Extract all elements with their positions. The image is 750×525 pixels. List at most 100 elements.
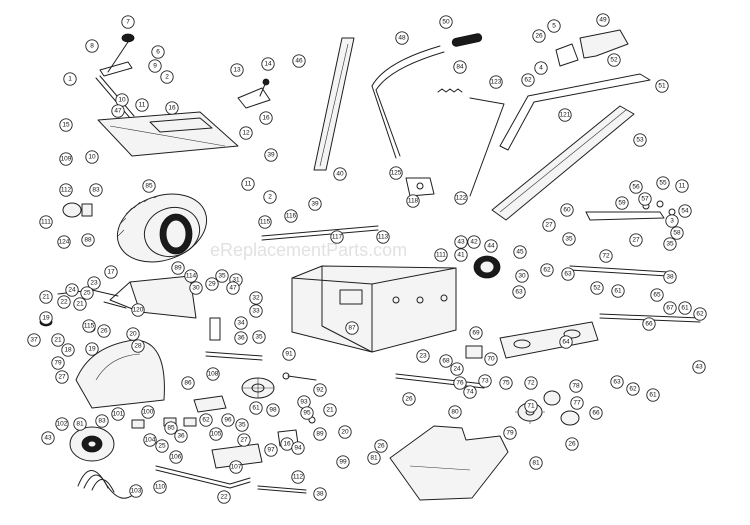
callout-number: 83 bbox=[98, 418, 106, 425]
callout-number: 27 bbox=[240, 437, 248, 444]
callout-circle bbox=[143, 433, 157, 447]
part-handle-upright bbox=[313, 37, 355, 171]
callout-83: 83 bbox=[95, 414, 109, 428]
callout-65: 65 bbox=[650, 288, 664, 302]
callout-circle bbox=[230, 63, 244, 77]
callout-circle bbox=[55, 417, 69, 431]
callout-number: 114 bbox=[186, 273, 197, 280]
callout-number: 76 bbox=[456, 380, 464, 387]
callout-circle bbox=[151, 45, 165, 59]
callout-number: 74 bbox=[466, 389, 474, 396]
callout-circle bbox=[560, 203, 574, 217]
callout-44: 44 bbox=[484, 239, 498, 253]
callout-circle bbox=[141, 405, 155, 419]
callout-number: 71 bbox=[527, 403, 535, 410]
callout-number: 89 bbox=[316, 431, 324, 438]
callout-circle bbox=[453, 376, 467, 390]
callout-circle bbox=[249, 401, 263, 415]
callout-number: 37 bbox=[30, 337, 38, 344]
callout-circle bbox=[524, 399, 538, 413]
callout-circle bbox=[249, 304, 263, 318]
callout-22: 22 bbox=[57, 295, 71, 309]
callout-38: 38 bbox=[663, 270, 677, 284]
callout-111: 111 bbox=[434, 248, 448, 262]
callout-108: 108 bbox=[206, 367, 220, 381]
callout-number: 16 bbox=[283, 441, 291, 448]
callout-103: 103 bbox=[129, 484, 143, 498]
callout-121: 121 bbox=[558, 108, 572, 122]
callout-circle bbox=[513, 245, 527, 259]
callout-number: 1 bbox=[68, 76, 72, 83]
callout-circle bbox=[693, 307, 707, 321]
callout-number: 29 bbox=[208, 281, 216, 288]
callout-26: 26 bbox=[374, 439, 388, 453]
callout-circle bbox=[215, 269, 229, 283]
callout-21: 21 bbox=[323, 403, 337, 417]
callout-number: 26 bbox=[405, 396, 413, 403]
callout-circle bbox=[650, 288, 664, 302]
callout-number: 115 bbox=[84, 323, 95, 330]
callout-number: 125 bbox=[391, 170, 402, 177]
part-small-wheel bbox=[473, 255, 501, 279]
callout-28: 28 bbox=[131, 339, 145, 353]
callout-circle bbox=[73, 297, 87, 311]
part-latch bbox=[237, 78, 271, 109]
callout-68: 68 bbox=[439, 354, 453, 368]
callout-circle bbox=[663, 270, 677, 284]
callout-circle bbox=[529, 456, 543, 470]
callout-circle bbox=[206, 367, 220, 381]
callout-number: 39 bbox=[311, 201, 319, 208]
callout-number: 35 bbox=[666, 241, 674, 248]
callout-number: 24 bbox=[453, 366, 461, 373]
callout-number: 63 bbox=[515, 289, 523, 296]
callout-49: 49 bbox=[596, 13, 610, 27]
callout-circle bbox=[59, 152, 73, 166]
callout-circle bbox=[181, 376, 195, 390]
part-bracket-plate bbox=[97, 111, 239, 157]
callout-107: 107 bbox=[229, 460, 243, 474]
callout-37: 37 bbox=[27, 333, 41, 347]
parts-artwork bbox=[39, 29, 701, 501]
callout-number: 49 bbox=[599, 17, 607, 24]
callout-26: 26 bbox=[97, 324, 111, 338]
callout-number: 26 bbox=[377, 443, 385, 450]
callout-30: 30 bbox=[189, 281, 203, 295]
callout-26: 26 bbox=[532, 29, 546, 43]
callout-number: 20 bbox=[129, 331, 137, 338]
callout-120: 120 bbox=[131, 303, 145, 317]
watermark: eReplacementParts.com bbox=[210, 240, 407, 260]
callout-113: 113 bbox=[376, 230, 390, 244]
part-main-housing bbox=[291, 265, 457, 353]
callout-circle bbox=[596, 13, 610, 27]
callout-7: 7 bbox=[121, 15, 135, 29]
callout-25: 25 bbox=[80, 286, 94, 300]
callout-number: 61 bbox=[614, 288, 622, 295]
callout-number: 24 bbox=[68, 287, 76, 294]
callout-circle bbox=[646, 388, 660, 402]
callout-circle bbox=[39, 311, 53, 325]
part-bracket-86 bbox=[193, 395, 227, 413]
callout-59: 59 bbox=[615, 196, 629, 210]
part-upper-linkage bbox=[555, 29, 629, 67]
callout-circle bbox=[633, 133, 647, 147]
callout-46: 46 bbox=[292, 54, 306, 68]
callout-number: 35 bbox=[238, 422, 246, 429]
callout-number: 57 bbox=[641, 196, 649, 203]
part-long-bar-53 bbox=[491, 105, 635, 221]
part-upper-handle bbox=[371, 33, 483, 159]
callout-40: 40 bbox=[333, 167, 347, 181]
callout-number: 10 bbox=[118, 97, 126, 104]
callout-number: 38 bbox=[316, 491, 324, 498]
callout-circle bbox=[300, 406, 314, 420]
callout-number: 62 bbox=[696, 311, 704, 318]
callout-123: 123 bbox=[489, 75, 503, 89]
callout-circle bbox=[565, 437, 579, 451]
callout-35: 35 bbox=[663, 237, 677, 251]
callout-number: 95 bbox=[303, 410, 311, 417]
callout-118: 118 bbox=[406, 194, 420, 208]
callout-number: 66 bbox=[645, 321, 653, 328]
callout-number: 62 bbox=[629, 386, 637, 393]
callout-number: 12 bbox=[242, 130, 250, 137]
callout-number: 96 bbox=[224, 417, 232, 424]
part-large-pulley bbox=[69, 426, 115, 462]
